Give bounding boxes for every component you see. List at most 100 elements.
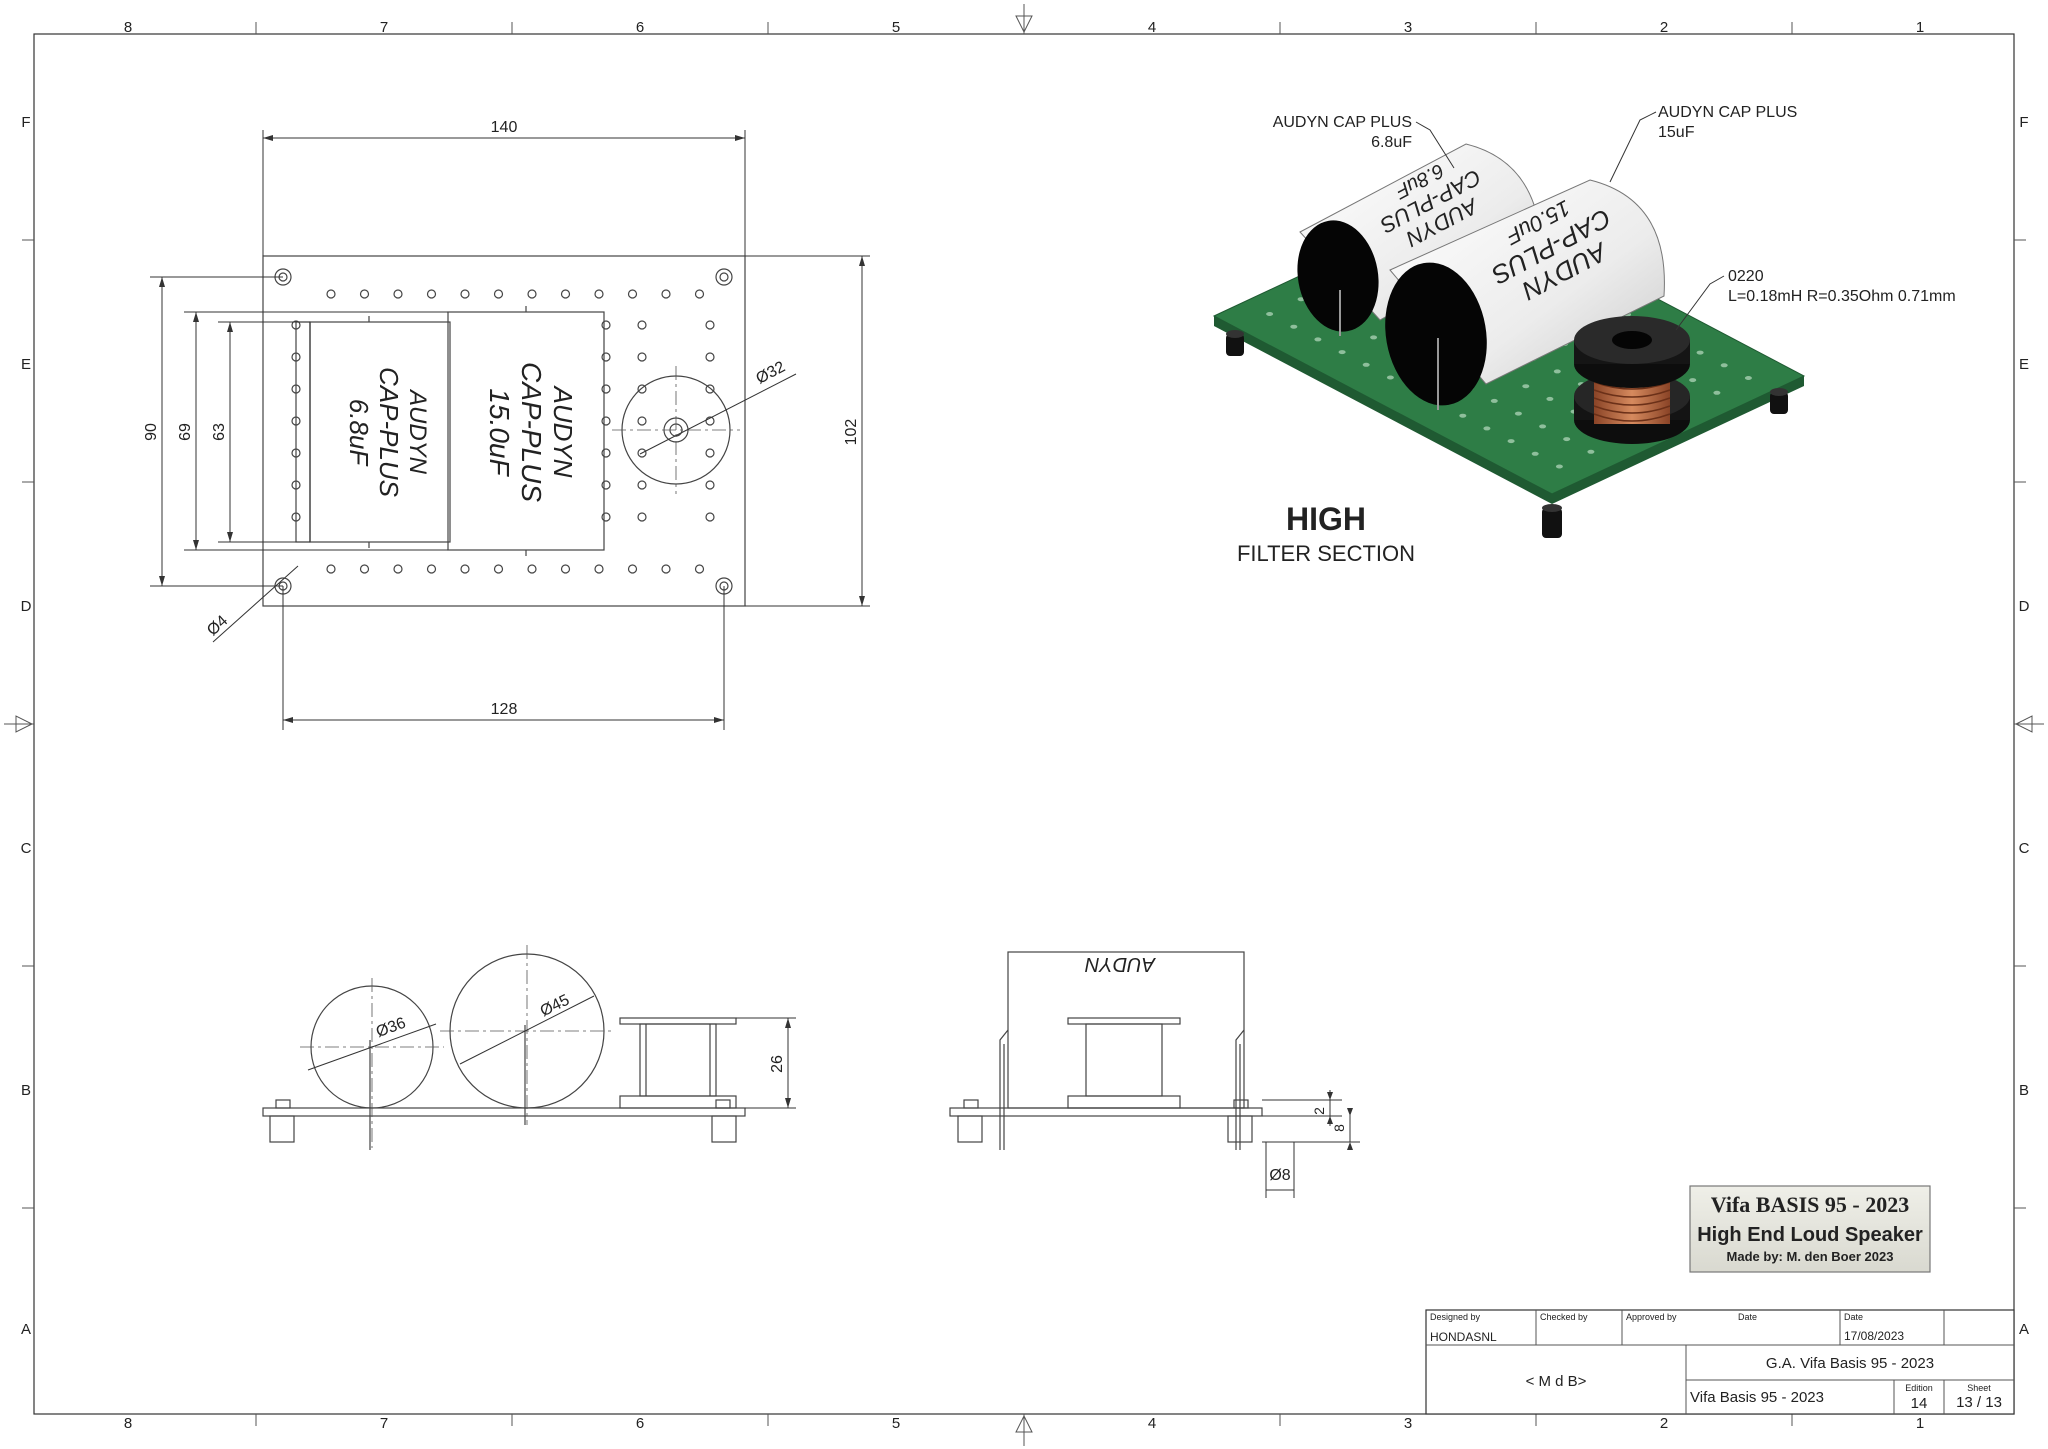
perf-hole (326, 289, 336, 299)
svg-text:6.8uF: 6.8uF (344, 399, 374, 468)
callout-coil-spec: L=0.18mH R=0.35Ohm 0.71mm (1728, 288, 1956, 305)
iso-perf-hole (1370, 335, 1378, 340)
perf-hole (705, 352, 715, 362)
iso-perf-hole (1266, 312, 1274, 316)
perf-hole (601, 448, 611, 458)
svg-text:AUDYN: AUDYN (404, 388, 431, 475)
approved-by-label: Approved by (1626, 1312, 1677, 1322)
perf-hole (694, 564, 705, 574)
row-label-right: C (2019, 840, 2030, 857)
row-label-left: D (21, 598, 32, 615)
top-view: AUDYN CAP-PLUS 6.8uF AUDYN CAP-PLUS 15.0… (143, 119, 870, 730)
plate-line2: High End Loud Speaker (1697, 1224, 1923, 1246)
callout-cap-small-value: 6.8uF (1371, 134, 1412, 151)
col-label-bottom: 1 (1916, 1415, 1924, 1432)
perf-hole (359, 564, 370, 574)
plate-line1: Vifa BASIS 95 - 2023 (1711, 1192, 1909, 1217)
cap-large-text: AUDYN CAP-PLUS 15.0uF (484, 362, 578, 502)
iso-perf-hole (1713, 390, 1721, 395)
date-label-approved: Date (1738, 1312, 1757, 1322)
row-label-left: F (21, 114, 30, 131)
iso-perf-hole (1362, 362, 1370, 367)
row-label-left: C (21, 840, 32, 857)
side-view: Ø36 Ø45 26 (262, 945, 796, 1150)
iso-view: AUDYN CAP-PLUS 6.8uF AUDYN CAP-PLUS 15.0… (1212, 104, 1956, 566)
pcb-end (949, 1107, 1263, 1117)
iso-perf-hole (1563, 437, 1571, 442)
row-label-left: B (21, 1082, 31, 1099)
end-view: AUDYN 2 8 Ø8 (949, 951, 1360, 1198)
dim-2: 2 (1311, 1107, 1327, 1115)
designed-by-label: Designed by (1430, 1312, 1481, 1322)
perf-hole (637, 352, 647, 362)
iso-feet (1226, 330, 1788, 538)
date-value: 17/08/2023 (1844, 1329, 1904, 1343)
iso-perf-hole (1490, 398, 1498, 403)
iso-perf-hole (1314, 337, 1322, 342)
perf-hole (637, 512, 647, 522)
perf-hole (460, 564, 470, 574)
perf-hole (627, 564, 638, 574)
dim-height-90: 90 (143, 423, 160, 441)
iso-perf-hole (1483, 426, 1491, 431)
svg-text:15.0uF: 15.0uF (484, 388, 515, 477)
sheet-value: 13 / 13 (1956, 1394, 2002, 1411)
perf-hole (705, 512, 715, 522)
col-label-bottom: 7 (380, 1415, 388, 1432)
row-label-right: E (2019, 356, 2029, 373)
dim-width-140: 140 (491, 119, 518, 136)
title-plate: Vifa BASIS 95 - 2023 High End Loud Speak… (1689, 1185, 1931, 1273)
callout-cap-large-name: AUDYN CAP PLUS (1658, 104, 1797, 121)
perf-hole (627, 289, 638, 299)
dim-height-63: 63 (211, 423, 228, 441)
col-label-top: 5 (892, 19, 900, 36)
perf-hole (493, 289, 504, 299)
callout-coil-id: 0220 (1728, 268, 1764, 285)
perf-hole (601, 320, 611, 330)
svg-text:CAP-PLUS: CAP-PLUS (374, 367, 404, 498)
col-label-bottom: 3 (1404, 1415, 1412, 1432)
perf-hole (601, 512, 611, 522)
dim-coil-height-26: 26 (769, 1055, 786, 1073)
perf-hole (359, 289, 370, 299)
designed-by-value: HONDASNL (1430, 1330, 1497, 1344)
drawing-title: G.A. Vifa Basis 95 - 2023 (1766, 1355, 1934, 1372)
sheet-frame: 8 7 6 5 4 3 2 1 8 7 6 5 4 3 2 1 F E D C … (4, 4, 2044, 1446)
iso-perf-hole (1744, 376, 1752, 380)
edition-label: Edition (1905, 1383, 1933, 1393)
cap-small-text: AUDYN CAP-PLUS 6.8uF (344, 367, 431, 498)
iso-perf-hole (1689, 378, 1697, 383)
dim-cap-36: Ø36 (374, 1015, 408, 1041)
perf-hole (661, 289, 671, 299)
col-label-top: 4 (1148, 19, 1156, 36)
callout-cap-large-value: 15uF (1658, 124, 1695, 141)
perf-hole (560, 289, 571, 299)
col-label-bottom: 4 (1148, 1415, 1156, 1432)
drawing-subtitle: Vifa Basis 95 - 2023 (1690, 1389, 1824, 1406)
col-label-bottom: 2 (1660, 1415, 1668, 1432)
svg-text:CAP-PLUS: CAP-PLUS (516, 362, 547, 502)
iso-perf-hole (1290, 324, 1298, 329)
dim-height-69: 69 (177, 423, 194, 441)
col-label-top: 7 (380, 19, 388, 36)
perf-hole (705, 480, 715, 490)
row-label-right: A (2019, 1321, 2029, 1338)
iso-perf-hole (1386, 375, 1394, 380)
col-label-top: 2 (1660, 19, 1668, 36)
col-label-top: 3 (1404, 19, 1412, 36)
perf-hole (705, 384, 715, 394)
iso-perf-hole (1555, 464, 1563, 469)
perf-hole (326, 564, 336, 574)
iso-perf-hole (1297, 297, 1305, 302)
perf-hole (637, 320, 647, 330)
iso-perf-hole (1531, 451, 1539, 456)
iso-perf-hole (1459, 413, 1467, 418)
perf-hole (560, 564, 571, 574)
section-subheading: FILTER SECTION (1237, 541, 1415, 566)
row-label-right: D (2019, 598, 2030, 615)
iso-perf-hole (1696, 350, 1704, 355)
perf-hole (661, 564, 671, 574)
perf-hole (601, 384, 611, 394)
perf-hole (601, 416, 611, 426)
col-label-top: 1 (1916, 19, 1924, 36)
